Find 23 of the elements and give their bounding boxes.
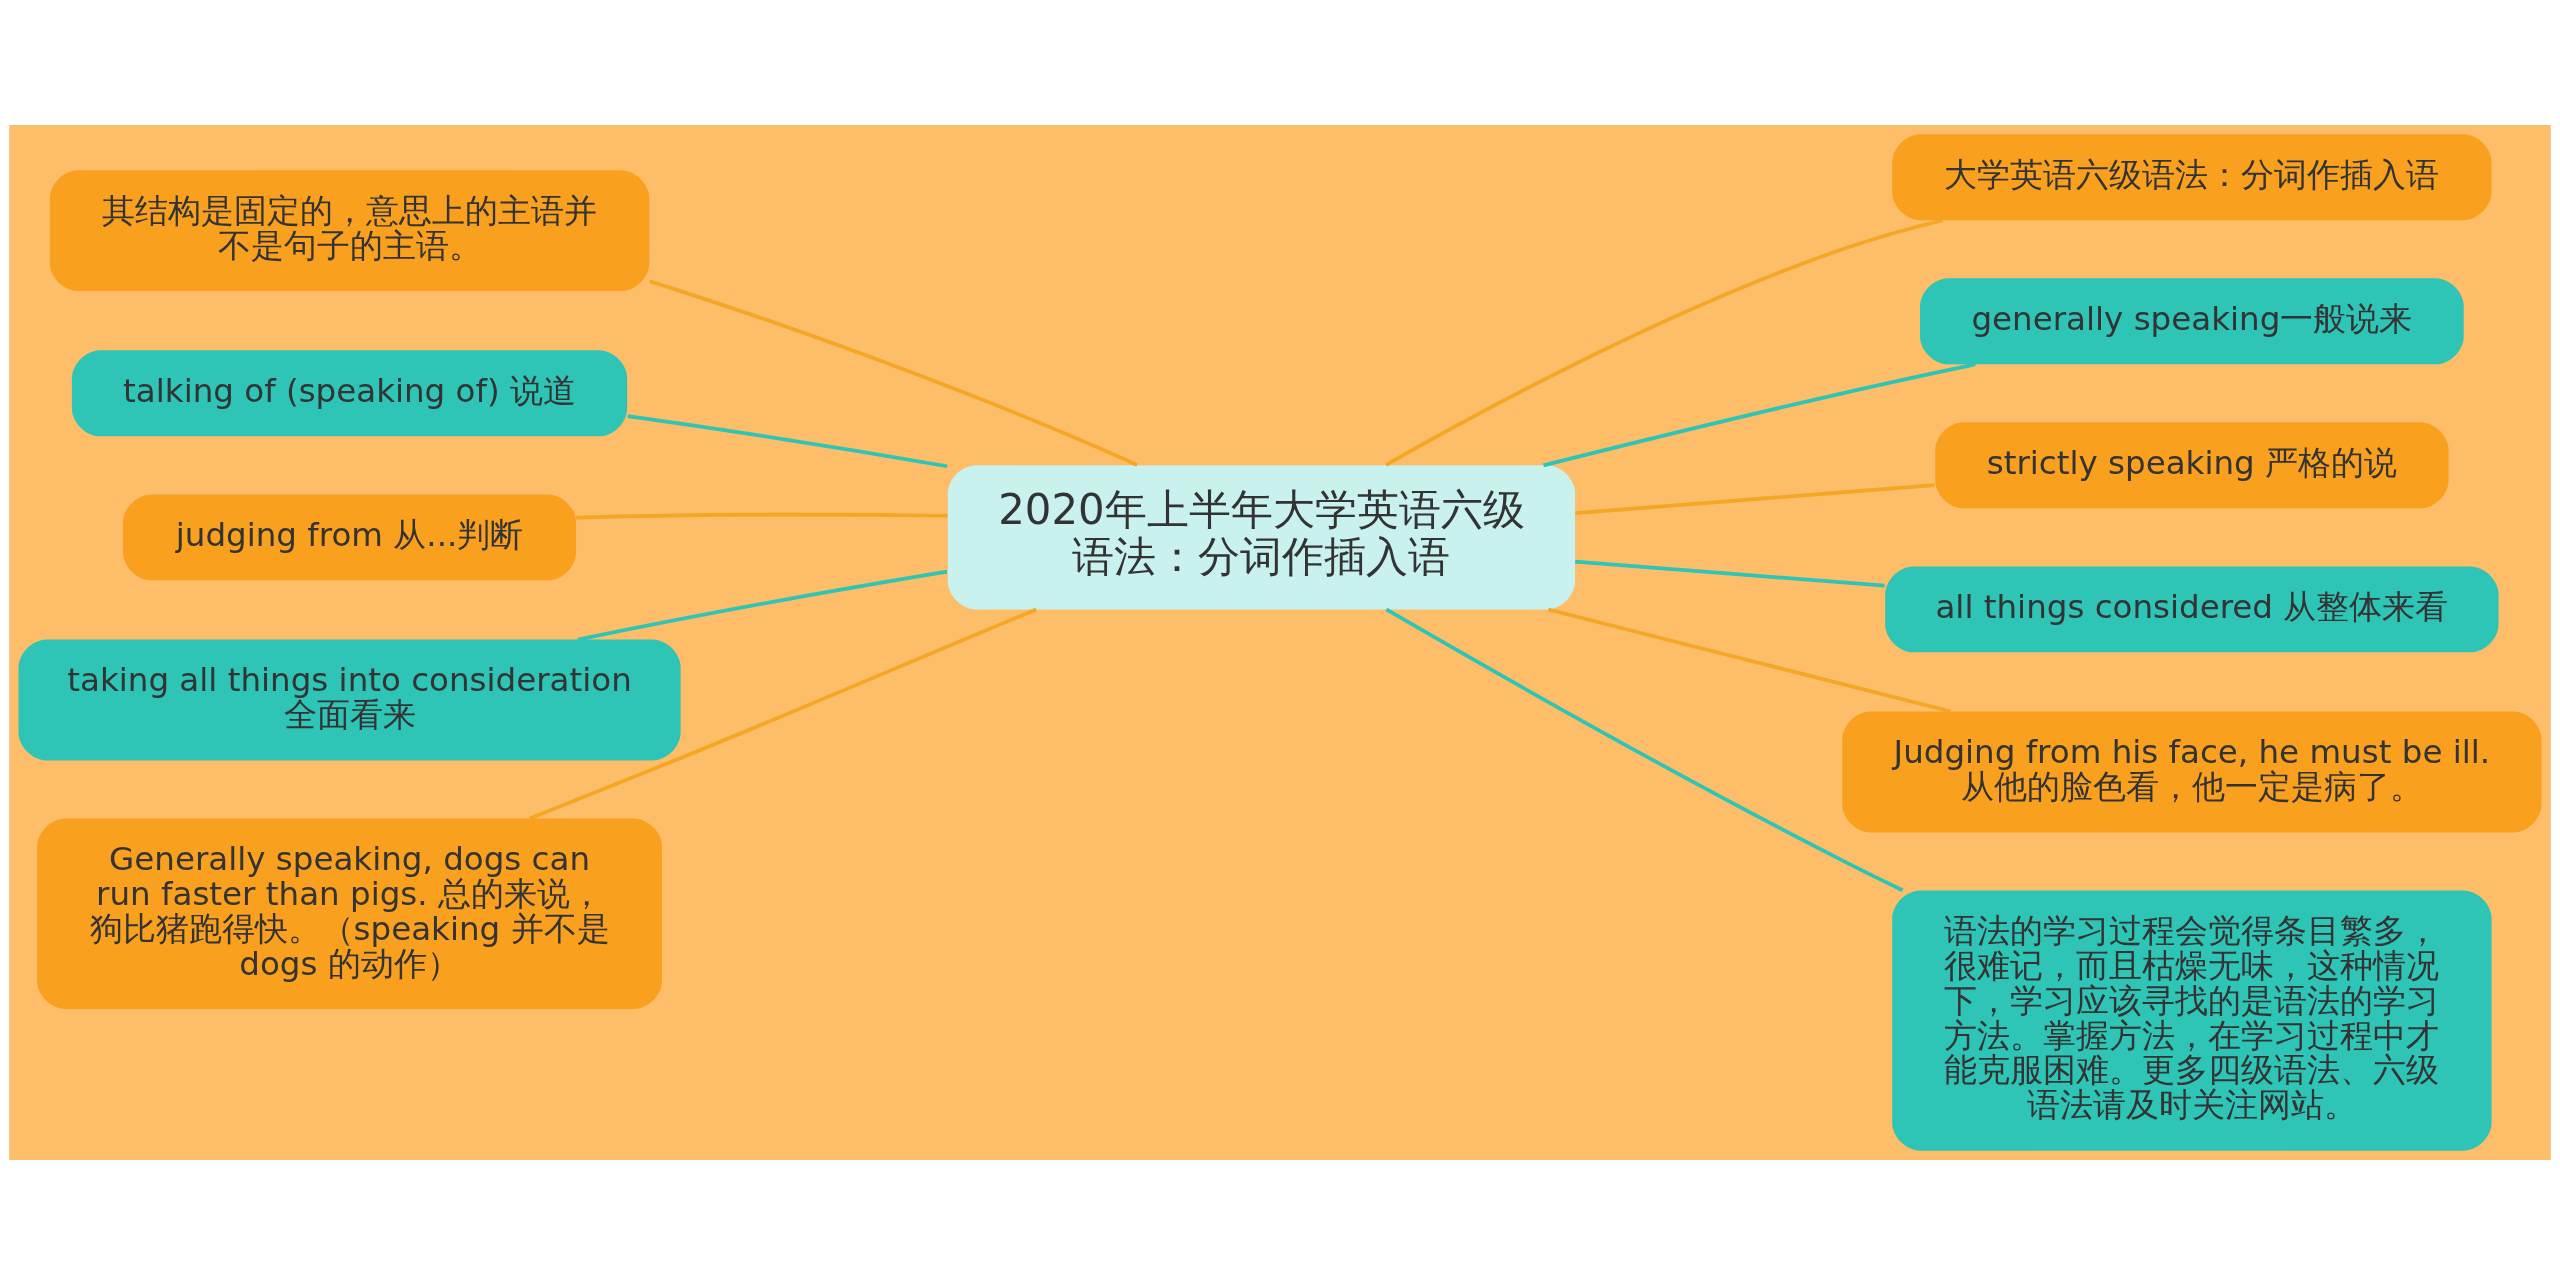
node-box: Judging from his face, he must be ill.从他的脸色看，他一定是病了。 [1842,711,2542,832]
node-box: generally speaking一般说来 [1920,277,2464,364]
connector [627,413,948,468]
node-box: 大学英语六级语法：分词作插入语 [1892,133,2492,220]
connector [1575,482,1935,515]
connector [576,512,948,519]
node-box: judging from 从...判断 [123,493,577,580]
node-box: 2020年上半年大学英语六级语法：分词作插入语 [947,464,1576,609]
node-box: strictly speaking 严格的说 [1935,421,2449,508]
connector [1543,362,1976,467]
connector [577,569,948,641]
node-box: 语法的学习过程会觉得条目繁多，很难记，而且枯燥无味，这种情况下，学习应该寻找的是语法的学习方法。掌握方法，在学习过程中才能克服困难。更多四级语法、六级语法请及时关注网站。 [1892,890,2492,1151]
node-box: taking all things into consideration全面看来 [18,639,681,760]
node-box: all things considered 从整体来看 [1885,565,2499,652]
connector [529,607,1037,820]
node-box: 其结构是固定的，意思上的主语并不是句子的主语。 [49,169,650,291]
connector [1385,607,1904,892]
connector [1385,217,1944,466]
connector [649,279,1138,467]
node-box: Generally speaking, dogs can run faster than pigs. 总的来说，狗比猪跑得快。（speaking 并不是 dogs 的动作） [37,818,662,1009]
connector [1547,607,1952,713]
node-box: talking of (speaking of) 说道 [71,349,628,436]
connector [1575,559,1885,588]
